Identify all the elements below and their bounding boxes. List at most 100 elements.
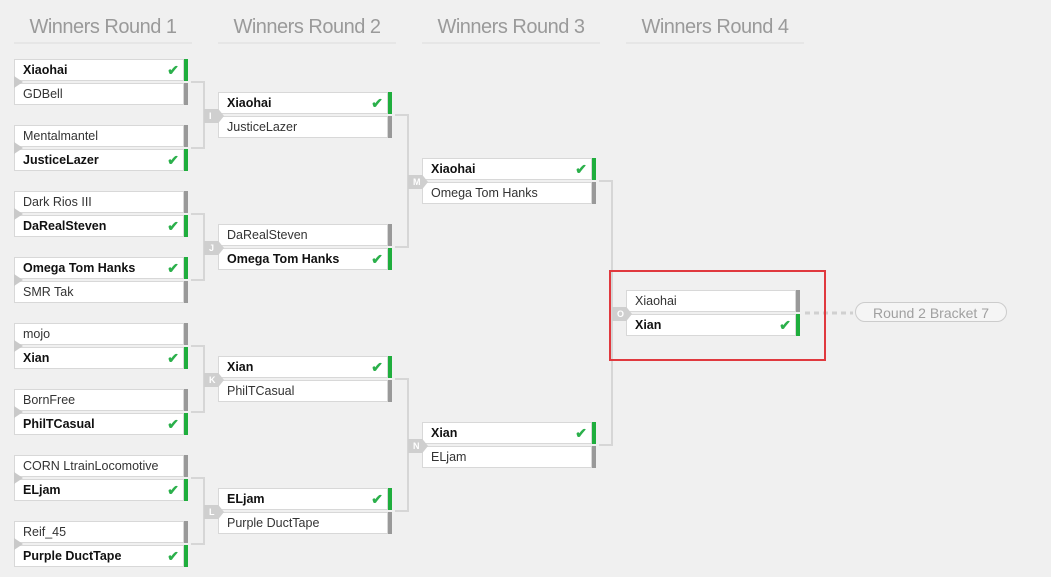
player-slot[interactable]: Purple DuctTape bbox=[218, 512, 392, 534]
loser-bar bbox=[184, 455, 188, 477]
winner-check-icon: ✔ bbox=[779, 317, 791, 333]
player-slot[interactable]: Xiaohai bbox=[626, 290, 800, 312]
player-name: Xian bbox=[227, 360, 254, 374]
player-name: Omega Tom Hanks bbox=[227, 252, 340, 266]
winner-check-icon: ✔ bbox=[371, 95, 383, 111]
player-name: Dark Rios III bbox=[23, 195, 92, 209]
round1-match-4[interactable]: Omega Tom Hanks✔ SMR Tak bbox=[14, 257, 192, 305]
loser-bar bbox=[388, 116, 392, 138]
player-name: DaRealSteven bbox=[23, 219, 107, 233]
player-slot[interactable]: Dark Rios III bbox=[14, 191, 188, 213]
round1-match-3[interactable]: Dark Rios III DaRealSteven ✔ bbox=[14, 191, 192, 239]
round3-match-2[interactable]: Xian ✔ ELjam bbox=[422, 422, 600, 470]
winner-bar bbox=[184, 59, 188, 81]
winner-bar bbox=[592, 158, 596, 180]
player-name: Omega Tom Hanks bbox=[23, 261, 136, 275]
player-slot[interactable]: Mentalmantel bbox=[14, 125, 188, 147]
loser-bar bbox=[592, 182, 596, 204]
winner-bar bbox=[388, 248, 392, 270]
player-slot[interactable]: Reif_45 bbox=[14, 521, 188, 543]
winner-check-icon: ✔ bbox=[371, 251, 383, 267]
player-slot[interactable]: ELjam bbox=[422, 446, 596, 468]
player-slot[interactable]: Omega Tom Hanks✔ bbox=[14, 257, 188, 279]
player-name: mojo bbox=[23, 327, 51, 341]
player-slot[interactable]: PhilTCasual✔ bbox=[14, 413, 188, 435]
match-tag: I bbox=[204, 109, 224, 123]
winner-check-icon: ✔ bbox=[167, 482, 179, 498]
winner-bar bbox=[184, 413, 188, 435]
winner-check-icon: ✔ bbox=[167, 152, 179, 168]
player-slot[interactable]: DaRealSteven ✔ bbox=[14, 215, 188, 237]
player-slot[interactable]: ELjam ✔ bbox=[14, 479, 188, 501]
player-slot[interactable]: PhilTCasual bbox=[218, 380, 392, 402]
winner-bar bbox=[184, 257, 188, 279]
player-name: Xiaohai bbox=[227, 96, 272, 110]
next-bracket-link[interactable]: Round 2 Bracket 7 bbox=[855, 302, 1007, 322]
player-name: Xian bbox=[431, 426, 458, 440]
player-slot[interactable]: JusticeLazer✔ bbox=[14, 149, 188, 171]
player-slot[interactable]: BornFree bbox=[14, 389, 188, 411]
player-name: PhilTCasual bbox=[23, 417, 95, 431]
winner-bar bbox=[184, 347, 188, 369]
player-name: ELjam bbox=[23, 483, 61, 497]
match-tag: O bbox=[612, 307, 632, 321]
loser-bar bbox=[796, 290, 800, 312]
player-slot[interactable]: ELjam✔ bbox=[218, 488, 392, 510]
player-name: ELjam bbox=[431, 450, 467, 464]
winner-check-icon: ✔ bbox=[167, 218, 179, 234]
winner-bar bbox=[796, 314, 800, 336]
player-name: CORN LtrainLocomotive bbox=[23, 459, 159, 473]
player-slot[interactable]: DaRealSteven bbox=[218, 224, 392, 246]
loser-bar bbox=[184, 323, 188, 345]
player-slot[interactable]: Xian ✔ bbox=[422, 422, 596, 444]
winner-bar bbox=[388, 92, 392, 114]
player-slot[interactable]: Xian ✔ bbox=[626, 314, 800, 336]
winner-check-icon: ✔ bbox=[575, 425, 587, 441]
winner-bar bbox=[388, 488, 392, 510]
player-slot[interactable]: Xian✔ bbox=[14, 347, 188, 369]
player-slot[interactable]: JusticeLazer bbox=[218, 116, 392, 138]
player-slot[interactable]: Omega Tom Hanks ✔ bbox=[218, 248, 392, 270]
player-slot[interactable]: Purple DuctTape✔ bbox=[14, 545, 188, 567]
round1-match-1[interactable]: Xiaohai✔ GDBell bbox=[14, 59, 192, 107]
player-slot[interactable]: CORN LtrainLocomotive bbox=[14, 455, 188, 477]
round2-match-1[interactable]: Xiaohai ✔ JusticeLazer bbox=[218, 92, 396, 140]
player-slot[interactable]: mojo bbox=[14, 323, 188, 345]
loser-bar bbox=[184, 281, 188, 303]
player-slot[interactable]: Xiaohai✔ bbox=[14, 59, 188, 81]
round-header-1: Winners Round 1 bbox=[14, 12, 192, 44]
round3-match-1[interactable]: Xiaohai✔Omega Tom Hanks bbox=[422, 158, 600, 206]
player-name: GDBell bbox=[23, 87, 63, 101]
player-name: Xian bbox=[23, 351, 50, 365]
loser-bar bbox=[184, 125, 188, 147]
winner-check-icon: ✔ bbox=[371, 359, 383, 375]
loser-bar bbox=[388, 512, 392, 534]
round-header-2: Winners Round 2 bbox=[218, 12, 396, 44]
player-name: Xian bbox=[635, 318, 662, 332]
player-name: PhilTCasual bbox=[227, 384, 295, 398]
round2-match-4[interactable]: ELjam✔Purple DuctTape bbox=[218, 488, 396, 536]
player-slot[interactable]: Xiaohai ✔ bbox=[218, 92, 392, 114]
winner-bar bbox=[184, 545, 188, 567]
loser-bar bbox=[184, 83, 188, 105]
player-slot[interactable]: GDBell bbox=[14, 83, 188, 105]
winner-bar bbox=[184, 149, 188, 171]
round2-match-3[interactable]: Xian ✔ PhilTCasual bbox=[218, 356, 396, 404]
winner-bar bbox=[592, 422, 596, 444]
player-slot[interactable]: Omega Tom Hanks bbox=[422, 182, 596, 204]
round-header-3: Winners Round 3 bbox=[422, 12, 600, 44]
player-slot[interactable]: SMR Tak bbox=[14, 281, 188, 303]
player-name: Purple DuctTape bbox=[23, 549, 122, 563]
player-name: Xiaohai bbox=[431, 162, 476, 176]
player-slot[interactable]: Xian ✔ bbox=[218, 356, 392, 378]
match-tag: M bbox=[408, 175, 428, 189]
player-name: SMR Tak bbox=[23, 285, 74, 299]
player-slot[interactable]: Xiaohai✔ bbox=[422, 158, 596, 180]
